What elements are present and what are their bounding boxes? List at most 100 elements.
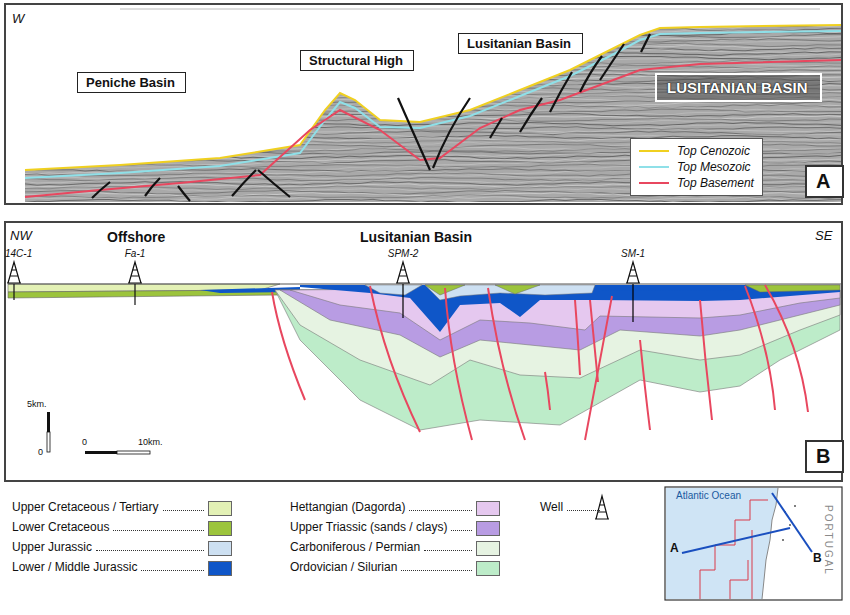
seismic-reflector [25, 103, 841, 107]
seismic-reflector [25, 131, 841, 135]
map-label: PORTUGAL [823, 505, 834, 576]
legend-row: Hettangian (Dagorda) [290, 500, 500, 516]
seismic-reflector [25, 199, 841, 202]
location-map [665, 487, 842, 600]
seismic-reflector [25, 109, 841, 112]
leader-dots [567, 510, 600, 511]
region-box: Lusitanian Basin [458, 33, 583, 54]
legend-swatch [476, 521, 500, 536]
panel-frame [5, 222, 842, 481]
leader-dots [451, 530, 472, 531]
leader-dots [163, 510, 204, 511]
legend-row: Lower Cretaceous [12, 520, 232, 536]
seismic-reflector [25, 67, 841, 71]
seismic-reflector [25, 65, 841, 69]
seismic-section [25, 12, 841, 205]
top-basement-horizon [25, 60, 841, 197]
panel-letter-box: A [805, 165, 844, 198]
legend-text: Hettangian (Dagorda) [290, 500, 405, 514]
seismic-reflector [25, 58, 841, 61]
seismic-reflector [25, 41, 841, 45]
legend-row: Top Mesozoic [639, 159, 754, 175]
seismic-reflector [25, 28, 841, 31]
seismic-reflector [25, 43, 841, 47]
legend-swatch [476, 561, 500, 576]
seismic-reflector [25, 14, 841, 17]
direction-label: NW [10, 228, 32, 243]
map-label: Atlantic Ocean [676, 490, 741, 501]
faults [92, 34, 650, 201]
seismic-reflector [25, 54, 841, 58]
map-label: B [813, 551, 822, 565]
legend-box: Top CenozoicTop MesozoicTop Basement [630, 138, 763, 196]
scale-text: 0 [38, 447, 43, 457]
well-name: 14C-1 [5, 248, 32, 259]
region-label: Structural High [309, 53, 405, 68]
faults [272, 285, 808, 440]
scale-text: 0 [82, 437, 87, 447]
legend-row: Lower / Middle Jurassic [12, 560, 232, 576]
legend-row: Top Cenozoic [639, 143, 754, 159]
well-symbols [7, 262, 640, 519]
seismic-reflector [25, 56, 841, 59]
scale-bar [47, 412, 150, 454]
scale-text: 5km. [27, 399, 47, 409]
area-label: Lusitanian Basin [360, 229, 472, 245]
seismic-reflector [25, 45, 841, 49]
region-label: Peniche Basin [86, 75, 177, 90]
scale-text: 10km. [138, 437, 163, 447]
region-label: Lusitanian Basin [467, 36, 574, 51]
seismic-reflector [25, 17, 841, 20]
seismic-reflector [25, 202, 841, 205]
legend-swatch [476, 501, 500, 516]
seismic-reflector [25, 21, 841, 25]
panel-letter: A [816, 170, 833, 193]
legend-text: Lower Cretaceous [12, 520, 109, 534]
legend-row: Well [540, 500, 604, 516]
legend-swatch [208, 501, 232, 516]
leader-dots [113, 530, 204, 531]
legend-text: Top Cenozoic [677, 144, 750, 158]
panel-frame [5, 4, 842, 204]
panel-letter: B [816, 445, 833, 468]
legend-text: Top Basement [677, 176, 754, 190]
legend-text: Top Mesozoic [677, 160, 751, 174]
seismic-reflector [25, 12, 841, 16]
line-sample [639, 182, 669, 184]
seismic-reflector [25, 50, 841, 54]
region-box: Peniche Basin [77, 72, 186, 93]
region-label: LUSITANIAN BASIN [667, 79, 810, 96]
legend-text: Well [540, 500, 563, 514]
geologic-section [8, 284, 841, 430]
seismic-reflector [25, 47, 841, 51]
leader-dots [141, 570, 204, 571]
panel-letter-box: B [805, 440, 844, 473]
direction-label: W [12, 11, 24, 26]
top-mesozoic-horizon [25, 31, 841, 178]
scale-ticks [120, 9, 820, 10]
legend-text: Upper Cretaceous / Tertiary [12, 500, 159, 514]
well-name: SPM-2 [388, 248, 419, 259]
legend-row: Top Basement [639, 175, 754, 191]
legend-text: Upper Triassic (sands / clays) [290, 520, 447, 534]
leader-dots [401, 570, 472, 571]
leader-dots [96, 550, 204, 551]
line-sample [639, 166, 669, 168]
legend-swatch [208, 561, 232, 576]
region-box: Structural High [300, 50, 414, 71]
legend-row: Carboniferous / Permian [290, 540, 500, 556]
leader-dots [424, 550, 472, 551]
legend-row: Upper Triassic (sands / clays) [290, 520, 500, 536]
legend-row: Ordovician / Silurian [290, 560, 500, 576]
well-name: Fa-1 [125, 248, 146, 259]
legend-text: Lower / Middle Jurassic [12, 560, 137, 574]
area-label: Offshore [107, 229, 165, 245]
region-box: LUSITANIAN BASIN [655, 73, 822, 102]
top-cenozoic-horizon [25, 25, 841, 170]
seismic-reflector [25, 52, 841, 56]
direction-label: SE [815, 228, 832, 243]
seismic-reflector [25, 34, 841, 38]
legend-swatch [208, 521, 232, 536]
seismic-reflector [25, 111, 841, 114]
legend-row: Upper Jurassic [12, 540, 232, 556]
